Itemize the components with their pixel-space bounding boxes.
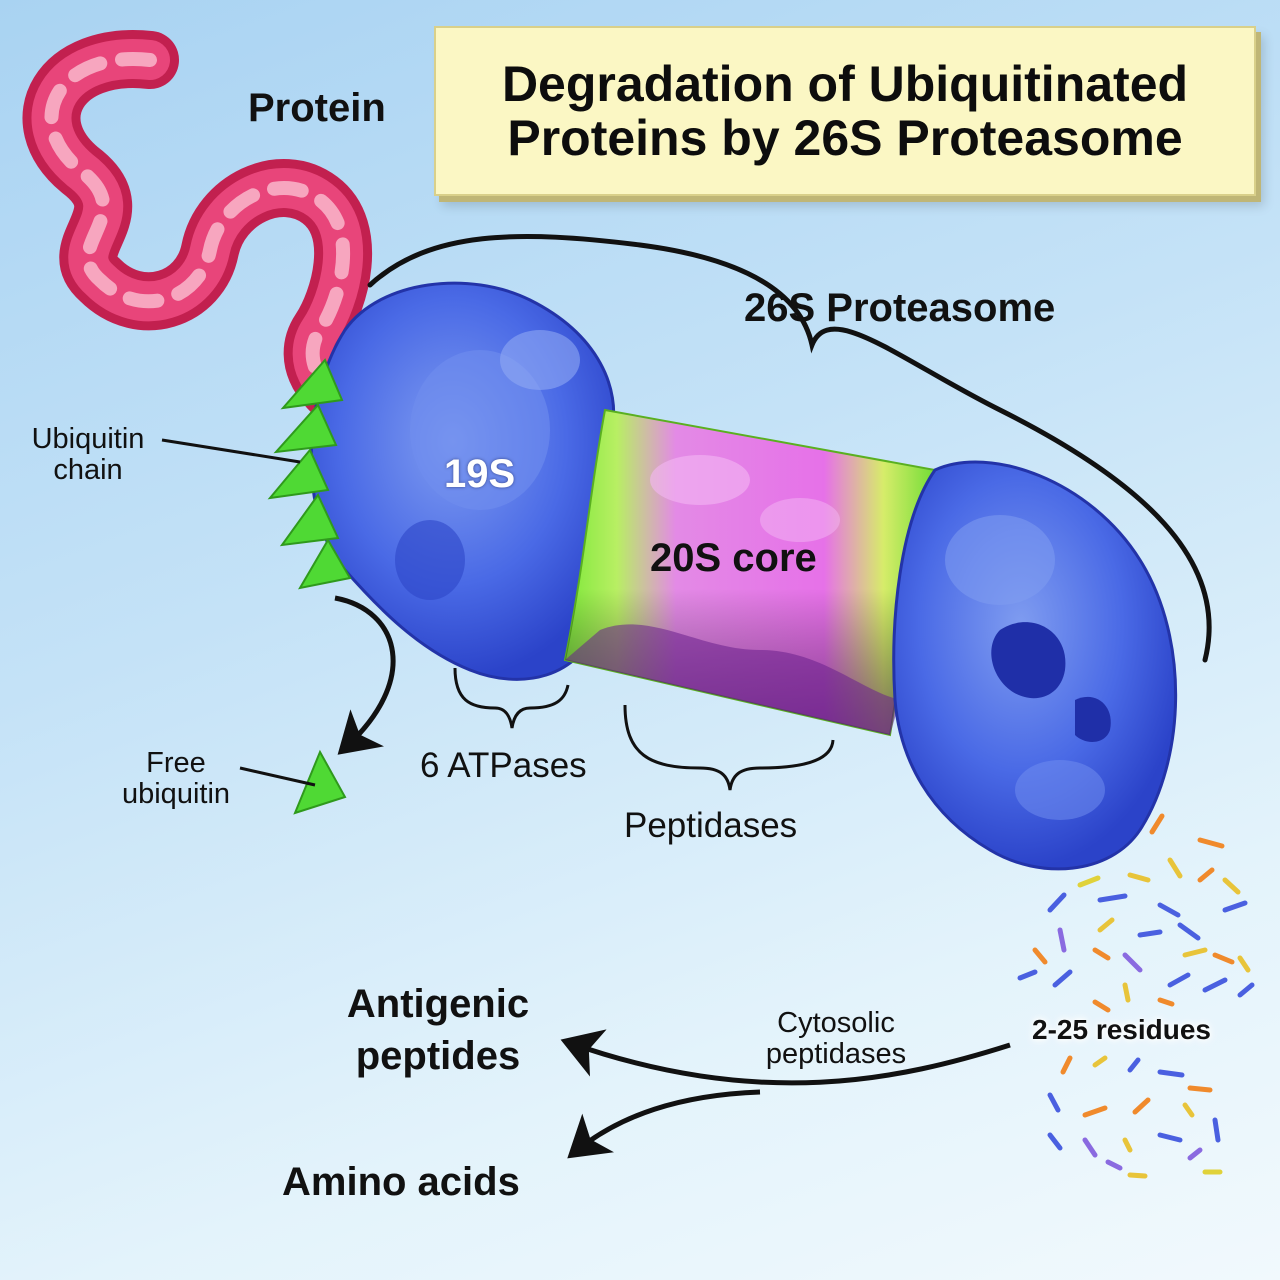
atpases-brace bbox=[453, 667, 570, 729]
free-ubiquitin-label-line-1: Free bbox=[146, 747, 206, 779]
atpases-label: 6 ATPases bbox=[420, 746, 587, 785]
antigenic-arrow bbox=[560, 1029, 1011, 1086]
protein-strand-icon bbox=[22, 30, 419, 454]
ubiquitin-chain-label: Ubiquitin chain bbox=[20, 424, 156, 486]
title-line-1: Degradation of Ubiquitinated bbox=[501, 56, 1189, 112]
title-line-2: Proteins by 26S Proteasome bbox=[507, 110, 1183, 166]
antigenic-peptides-label-line-2: peptides bbox=[355, 1034, 521, 1078]
residues-label: 2-25 residues bbox=[1032, 1014, 1211, 1045]
release-arrow bbox=[334, 595, 396, 755]
free-ubiquitin-label: Free ubiquitin bbox=[108, 748, 244, 810]
proteasome-brace bbox=[367, 233, 1212, 663]
cytosolic-peptidases-label: Cytosolic peptidases bbox=[748, 1008, 924, 1070]
protein-label: Protein bbox=[248, 86, 386, 130]
title-box: Degradation of Ubiquitinated Proteins by… bbox=[434, 26, 1256, 196]
cap-19s-label: 19S bbox=[444, 452, 516, 496]
ubiquitin-chain-label-line-1: Ubiquitin bbox=[31, 423, 145, 455]
ubiquitin-chain-leader bbox=[161, 438, 301, 464]
antigenic-peptides-label: Antigenic peptides bbox=[318, 978, 558, 1082]
cap-19s-left bbox=[309, 281, 628, 681]
antigenic-peptides-label-line-1: Antigenic bbox=[346, 982, 530, 1026]
core-20s-label: 20S core bbox=[650, 536, 817, 580]
amino-acids-label: Amino acids bbox=[282, 1160, 520, 1204]
cytosolic-peptidases-label-line-1: Cytosolic bbox=[777, 1007, 895, 1039]
free-ubiquitin-label-line-2: ubiquitin bbox=[121, 778, 231, 810]
peptide-fragments bbox=[1017, 813, 1255, 1179]
ubiquitin-chain-icon bbox=[267, 358, 352, 590]
cytosolic-peptidases-label-line-2: peptidases bbox=[765, 1038, 907, 1070]
cap-19s-right bbox=[892, 460, 1178, 871]
peptidases-label: Peptidases bbox=[624, 806, 798, 845]
ubiquitin-chain-label-line-2: chain bbox=[53, 454, 123, 486]
core-20s bbox=[563, 408, 937, 737]
peptidases-brace bbox=[623, 704, 835, 791]
free-ubiquitin-leader bbox=[239, 766, 316, 787]
amino-acids-arrow bbox=[567, 1089, 761, 1159]
proteasome-26s-label: 26S Proteasome bbox=[744, 286, 1056, 330]
